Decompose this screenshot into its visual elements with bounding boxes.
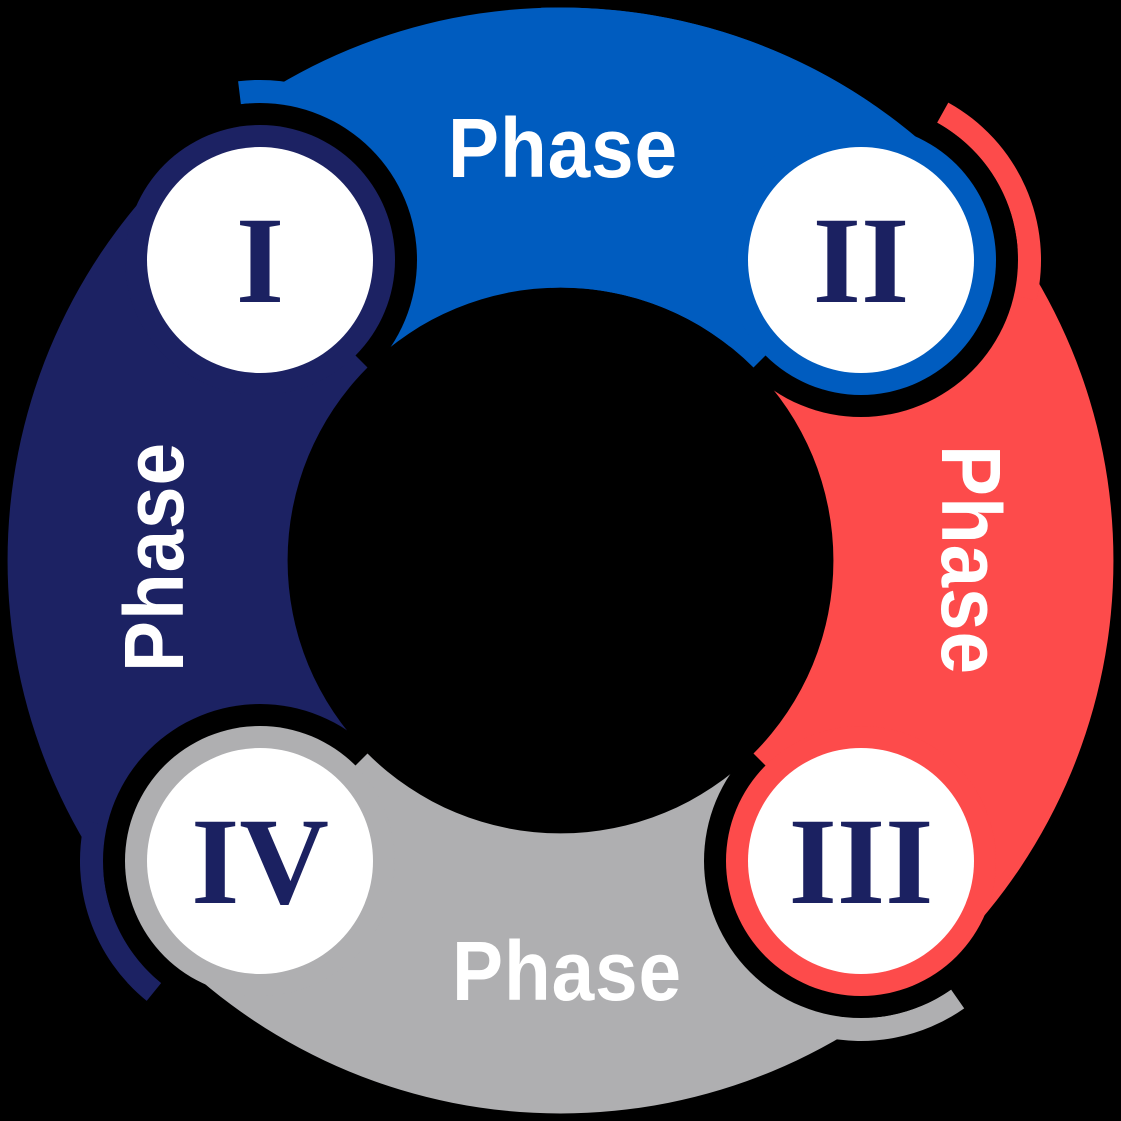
label-phase-3: Phase [924,445,1018,675]
numeral-phase-1: I [236,192,284,329]
badge-circle-phase-1 [147,147,373,373]
badge-circle-phase-4 [147,748,373,974]
label-phase-4: Phase [452,924,682,1018]
numeral-phase-2: II [813,192,910,329]
numeral-phase-4: IV [191,793,329,930]
arc-phase-2-tail [238,79,301,107]
badge-circle-phase-2 [748,147,974,373]
label-phase-1: Phase [107,442,201,672]
arc-phase-2-head-restore [541,7,952,368]
arc-phase-3-tail [937,102,1042,301]
arc-phase-1-tail [79,820,162,1001]
badge-circle-phase-3 [748,748,974,974]
numeral-phase-3: III [789,793,934,930]
label-phase-2: Phase [448,101,678,195]
arc-phase-4-tail [820,989,965,1041]
